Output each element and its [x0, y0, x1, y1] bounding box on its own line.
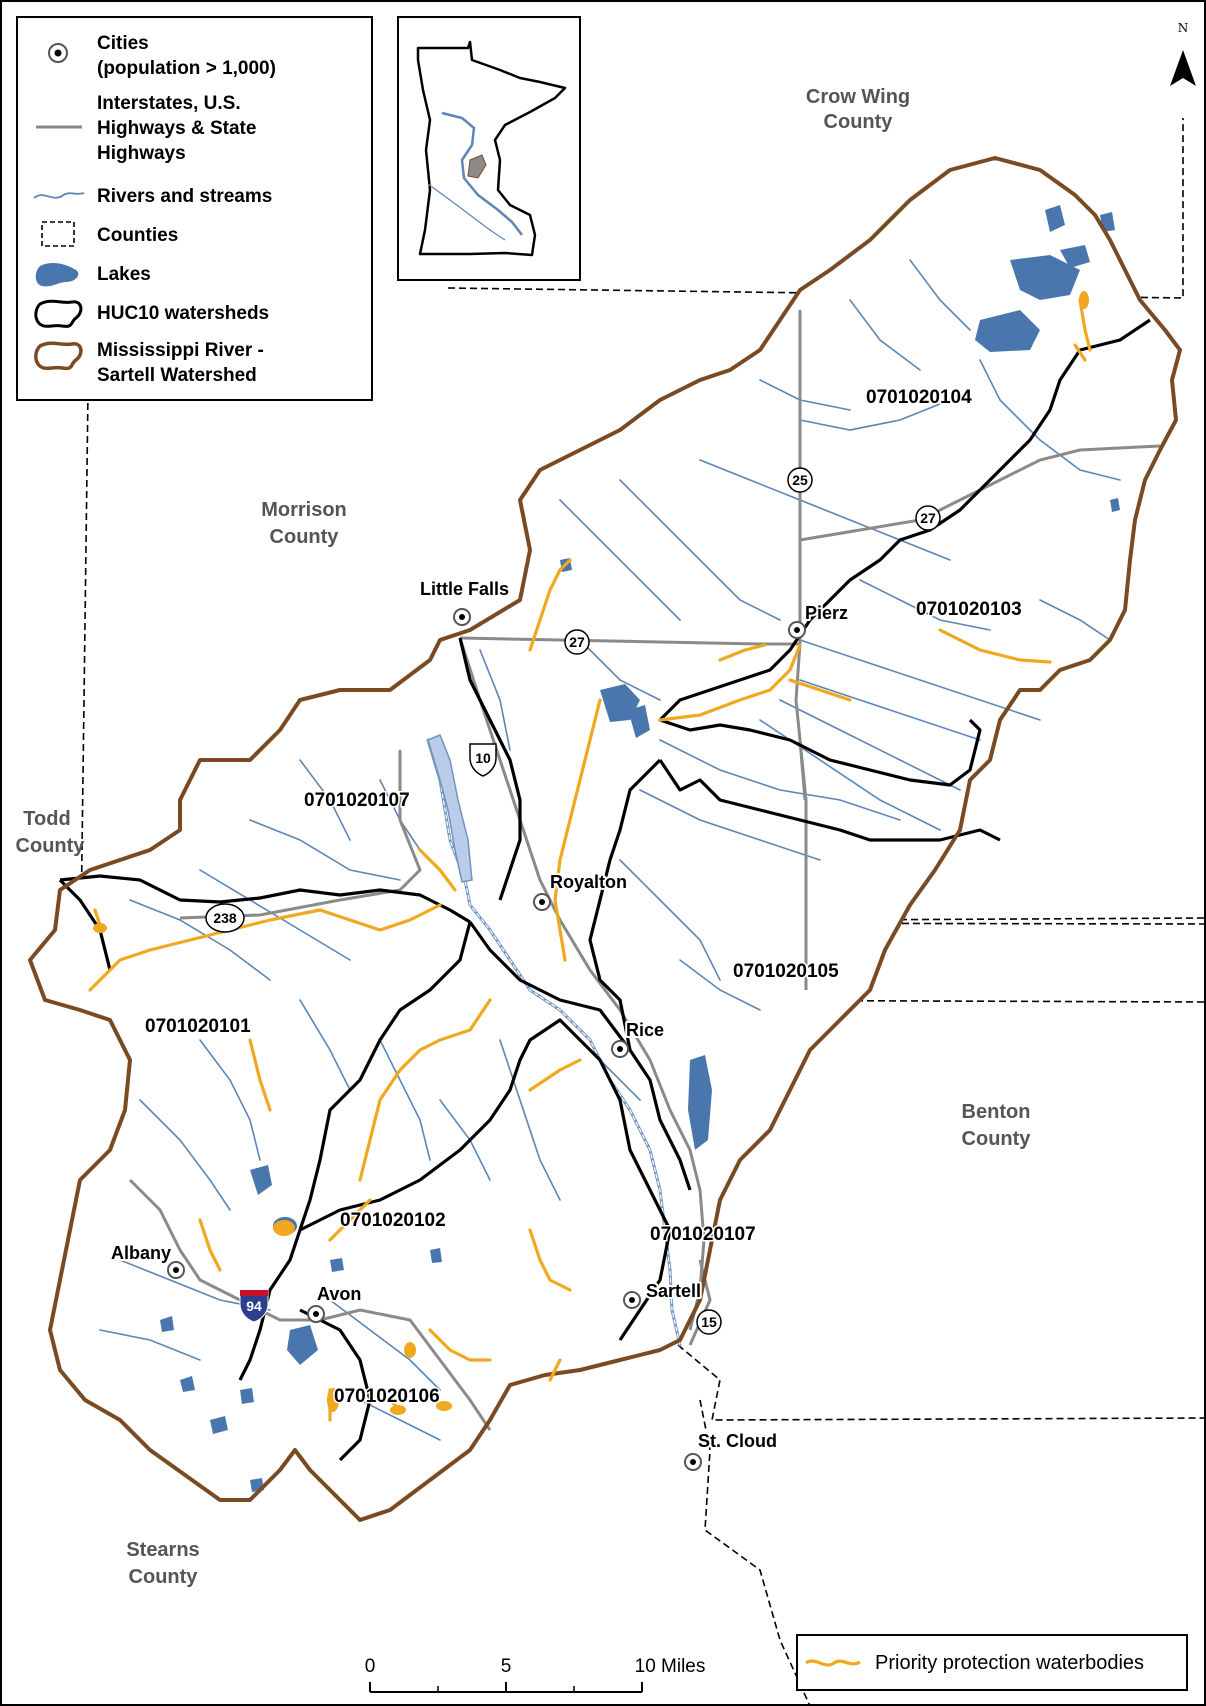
- county-crow-wing-1: Crow Wing: [806, 86, 910, 108]
- shield-label-27-east: 27: [920, 510, 936, 526]
- state-highway-shield-icon: [915, 505, 941, 531]
- county-todd-2: County: [16, 835, 86, 857]
- city-pierz: Pierz: [788, 601, 850, 639]
- city-dot-icon: [48, 43, 68, 63]
- legend-label-cities-2: (population > 1,000): [97, 58, 276, 79]
- legend-label-lakes: Lakes: [97, 264, 151, 285]
- priority-legend-label: Priority protection waterbodies: [875, 1652, 1144, 1674]
- legend-label-highways-1: Interstates, U.S.: [97, 93, 241, 114]
- huc-label-0701020103: 0701020103: [916, 599, 1022, 620]
- sartell-watershed-boundary: [28, 156, 1182, 1522]
- shield-mn238: 238: [205, 903, 245, 933]
- state-highway-shield-icon: [564, 629, 590, 655]
- shield-mn27-west: 27: [564, 629, 590, 655]
- inset-watershed-location: [467, 154, 487, 179]
- county-crow-wing-2: County: [824, 111, 894, 133]
- scale-label-5: 5: [501, 1656, 512, 1677]
- city-label-royalton: Royalton: [550, 872, 627, 892]
- huc-label-0701020105: 0701020105: [733, 961, 839, 982]
- shield-label-238: 238: [213, 910, 237, 926]
- state-highway-shield-icon: [787, 467, 813, 493]
- north-arrow: N: [1170, 21, 1196, 86]
- watershed-boundary-icon: [34, 341, 83, 371]
- scale-bar: 0 5 10 Miles: [365, 1656, 706, 1693]
- priority-legend: Priority protection waterbodies: [796, 1634, 1188, 1691]
- minnesota-inset-map: [397, 16, 581, 281]
- north-arrow-icon: [1170, 50, 1196, 86]
- county-stearns-2: County: [129, 1566, 199, 1588]
- inset-mississippi: [441, 111, 523, 236]
- river-line-icon: [33, 192, 85, 199]
- shield-label-15: 15: [701, 1314, 717, 1330]
- priority-lakes: [93, 291, 1089, 1415]
- inset-minnesota-river: [427, 183, 506, 241]
- city-label-little-falls: Little Falls: [420, 579, 509, 599]
- city-label-albany: Albany: [111, 1243, 171, 1263]
- legend-label-cities-1: Cities: [97, 33, 149, 54]
- county-labels: Crow Wing County Morrison County Todd Co…: [16, 86, 1032, 1588]
- city-label-avon: Avon: [317, 1284, 361, 1304]
- city-label-pierz: Pierz: [805, 603, 848, 623]
- interstate-shield-icon: [239, 1289, 269, 1323]
- city-albany: Albany: [109, 1241, 185, 1279]
- city-label-sartell: Sartell: [646, 1281, 701, 1301]
- city-little-falls: Little Falls: [418, 577, 511, 626]
- shield-label-94: 94: [246, 1298, 262, 1314]
- legend-label-huc10: HUC10 watersheds: [97, 303, 269, 324]
- legend-label-highways-3: Highways: [97, 143, 186, 164]
- shield-mn15: 15: [696, 1309, 722, 1335]
- county-morrison-2: County: [270, 526, 340, 548]
- huc-label-0701020101: 0701020101: [145, 1016, 251, 1037]
- county-boundary-icon: [41, 221, 75, 247]
- huc10-boundaries: [58, 318, 1151, 1462]
- city-avon: Avon: [307, 1282, 363, 1323]
- us-highway-shield-icon: [469, 743, 497, 777]
- shield-i94: 94: [239, 1289, 269, 1323]
- legend-label-counties: Counties: [97, 225, 178, 246]
- county-stearns-1: Stearns: [126, 1539, 199, 1561]
- state-highway-shield-icon: [696, 1309, 722, 1335]
- city-label-st-cloud: St. Cloud: [698, 1431, 777, 1451]
- priority-line-icon: [805, 1659, 861, 1667]
- shield-label-25: 25: [792, 472, 808, 488]
- shield-mn25: 25: [787, 467, 813, 493]
- legend: Cities (population > 1,000) Interstates,…: [16, 16, 373, 401]
- sartell-watershed-area: [30, 158, 1180, 1520]
- huc-label-0701020102: 0701020102: [340, 1210, 446, 1231]
- city-st-cloud: St. Cloud: [684, 1429, 779, 1471]
- shield-label-10: 10: [475, 750, 491, 766]
- county-benton-2: County: [962, 1128, 1032, 1150]
- legend-label-watershed-2: Sartell Watershed: [97, 365, 257, 386]
- scale-label-10: 10 Miles: [635, 1656, 706, 1677]
- city-sartell: Sartell: [623, 1279, 703, 1309]
- city-rice: Rice: [611, 1018, 666, 1058]
- city-markers: Little Falls Pierz Royalton Rice Albany …: [109, 577, 850, 1471]
- city-royalton: Royalton: [533, 870, 629, 911]
- county-benton-1: Benton: [962, 1101, 1031, 1123]
- legend-label-watershed-1: Mississippi River -: [97, 340, 264, 361]
- north-label: N: [1178, 21, 1189, 35]
- county-todd-1: Todd: [23, 808, 70, 830]
- county-morrison-1: Morrison: [261, 499, 347, 521]
- legend-label-highways-2: Highways & State: [97, 118, 256, 139]
- shield-us10: 10: [469, 743, 497, 777]
- legend-label-rivers: Rivers and streams: [97, 186, 272, 207]
- huc-label-0701020104: 0701020104: [866, 387, 972, 408]
- road-shields: 25 27 27 10 238 94 15: [205, 467, 941, 1335]
- shield-mn27-east: 27: [915, 505, 941, 531]
- huc-label-0701020107-south: 0701020107: [650, 1224, 756, 1245]
- state-highway-shield-icon: [205, 903, 245, 933]
- huc-label-0701020106: 0701020106: [334, 1386, 440, 1407]
- little-falls-reservoir: [427, 734, 473, 883]
- huc-label-0701020107-north: 0701020107: [304, 790, 410, 811]
- huc10-labels: 0701020104 0701020103 0701020107 0701020…: [144, 386, 1024, 1409]
- huc10-boundary-icon: [34, 299, 83, 328]
- shield-label-27-west: 27: [569, 634, 585, 650]
- scale-label-0: 0: [365, 1656, 376, 1677]
- lake-icon: [35, 263, 79, 287]
- minnesota-outline: [416, 40, 567, 257]
- city-label-rice: Rice: [626, 1020, 664, 1040]
